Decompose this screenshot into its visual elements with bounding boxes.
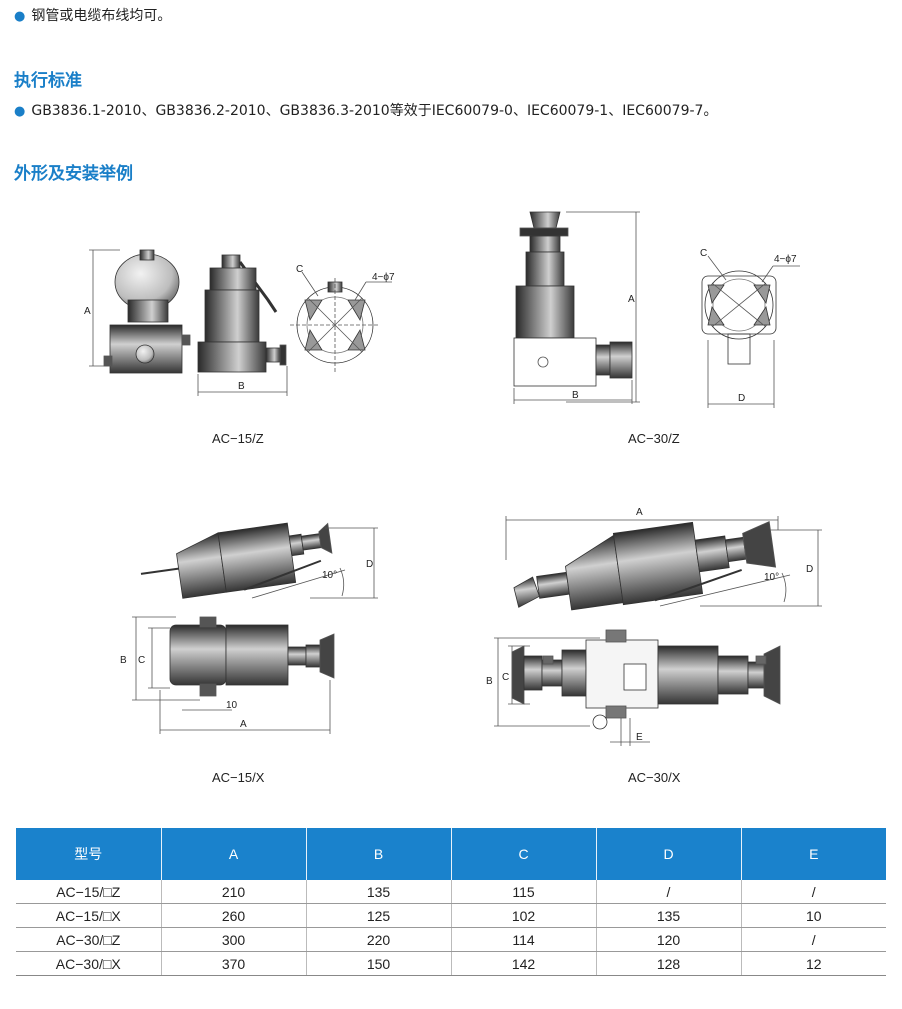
standards-text: GB3836.1-2010、GB3836.2-2010、GB3836.3-201… [31,103,718,119]
figures-title: 外形及安装举例 [14,164,133,184]
header-cell-model: 型号 [16,828,162,880]
table-cell: 120 [596,927,742,952]
ac30x-top-view [494,629,781,746]
ac30z-top-view [701,255,800,408]
dim-label-A: A [84,306,91,317]
ac15x-top-view [132,616,335,734]
table-cell: 12 [741,951,886,976]
table-cell: 102 [451,903,597,928]
header-cell-d: D [596,828,742,880]
dim-label-B: B [486,676,493,687]
dim-label-holes: 4−ϕ7 [372,272,395,283]
dim-label-E: E [636,732,643,743]
ac15z-top-view [290,271,392,372]
table-cell: / [741,880,886,904]
table-header-row: 型号 A B C D E [16,828,886,880]
table-cell: AC−30/□Z [16,927,162,952]
dim-label-C: C [700,248,707,259]
standards-bullet: ● GB3836.1-2010、GB3836.2-2010、GB3836.3-20… [14,100,717,120]
dim-label-C: C [502,672,509,683]
dim-label-C: C [138,655,145,666]
ac30z-side-view [513,211,640,404]
standards-title: 执行标准 [14,71,82,91]
table-cell: 135 [596,903,742,928]
dim-label-D: D [806,564,813,575]
ac30x-side-dims [505,516,822,607]
table-cell: 135 [306,880,452,904]
table-cell: 220 [306,927,452,952]
header-cell-a: A [161,828,307,880]
ac15x-side-dims [251,527,378,599]
table-cell: 300 [161,927,307,952]
table-cell: AC−15/□X [16,903,162,928]
table-cell: 370 [161,951,307,976]
table-cell: 142 [451,951,597,976]
table-cell: / [596,880,742,904]
ac30x-side-view [513,521,777,611]
table-cell: 115 [451,880,597,904]
angle-label: 10° [322,570,337,581]
ac15z-front-view [89,249,191,374]
dim-label-D: D [738,393,745,404]
dim-label-A: A [636,507,643,518]
angle-label: 10° [764,572,779,583]
header-cell-e: E [741,828,886,880]
table-row: AC−30/□X 370 150 142 128 12 [16,951,886,976]
dim-label-A: A [240,719,247,730]
dim-label-A: A [628,294,635,305]
table-row: AC−30/□Z 300 220 114 120 / [16,927,886,952]
dim-label-D: D [366,559,373,570]
intro-bullet: ● 钢管或电缆布线均可。 [14,5,171,25]
dim-label-B: B [238,381,245,392]
table-cell: 150 [306,951,452,976]
dim-label-holes: 4−ϕ7 [774,254,797,265]
table-cell: 10 [741,903,886,928]
table-cell: 125 [306,903,452,928]
spec-table: 型号 A B C D E AC−15/□Z 210 135 115 / / AC… [16,828,886,976]
table-cell: AC−15/□Z [16,880,162,904]
caption-ac30x: AC−30/X [628,770,681,785]
table-cell: 260 [161,903,307,928]
ten-label: 10 [226,700,238,711]
caption-ac15z: AC−15/Z [212,431,264,446]
table-cell: 114 [451,927,597,952]
header-cell-c: C [451,828,597,880]
bullet-icon: ● [14,9,26,24]
ac15x-side-view [140,522,333,599]
dim-label-C: C [296,264,303,275]
table-row: AC−15/□X 260 125 102 135 10 [16,903,886,928]
caption-ac30z: AC−30/Z [628,431,680,446]
dim-label-B: B [572,390,579,401]
intro-text: 钢管或电缆布线均可。 [31,8,172,24]
header-cell-b: B [306,828,452,880]
table-row: AC−15/□Z 210 135 115 / / [16,880,886,904]
dim-label-B: B [120,655,127,666]
bullet-icon: ● [14,104,26,119]
ac15z-side-view [197,254,288,396]
table-cell: / [741,927,886,952]
table-cell: AC−30/□X [16,951,162,976]
outline-drawings: A B C 4−ϕ7 A B C 4−ϕ7 D D 10° B C 10 A A… [84,211,822,785]
table-cell: 210 [161,880,307,904]
caption-ac15x: AC−15/X [212,770,265,785]
table-cell: 128 [596,951,742,976]
